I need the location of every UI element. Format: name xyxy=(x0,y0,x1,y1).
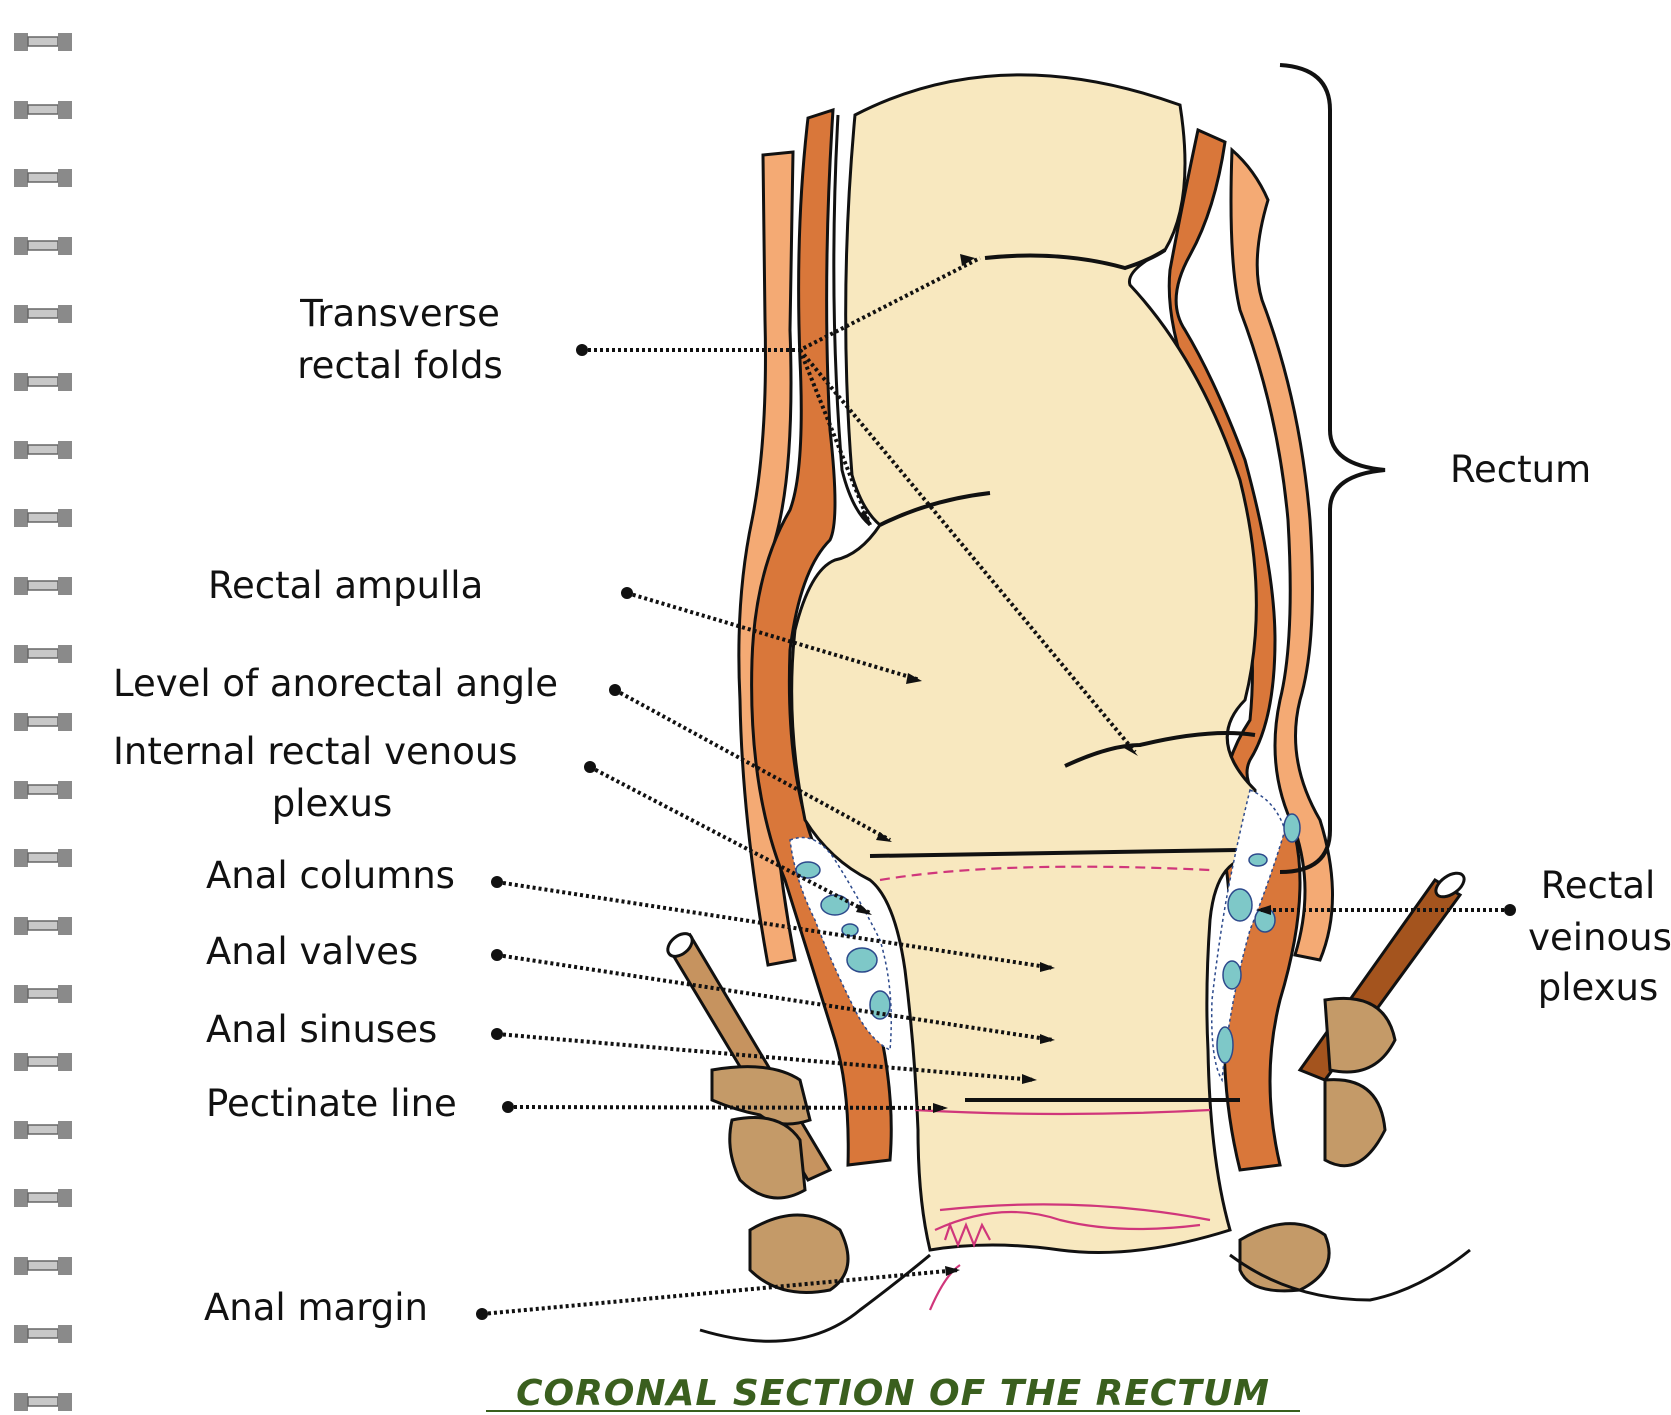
label-rectal-plexus-line2: veinous xyxy=(1528,916,1671,959)
label-rectal-plexus-line3: plexus xyxy=(1538,966,1659,1009)
rectum-anatomy xyxy=(663,65,1470,1341)
diagram-caption: CORONAL SECTION OF THE RECTUM xyxy=(516,1373,1270,1414)
spiral-ring xyxy=(14,781,72,799)
label-rectum: Rectum xyxy=(1450,448,1591,491)
label-transverse-folds-line2: rectal folds xyxy=(297,344,502,387)
spiral-ring xyxy=(14,101,72,119)
label-anal-margin: Anal margin xyxy=(204,1286,428,1329)
spiral-ring xyxy=(14,1121,72,1139)
spiral-ring xyxy=(14,645,72,663)
spiral-ring xyxy=(14,1257,72,1275)
spiral-ring xyxy=(14,1053,72,1071)
label-transverse-folds-line1: Transverse xyxy=(299,292,500,335)
spiral-ring xyxy=(14,509,72,527)
label-rectal-plexus-line1: Rectal xyxy=(1541,864,1656,907)
label-anal-valves: Anal valves xyxy=(206,930,418,973)
label-anal-sinuses: Anal sinuses xyxy=(206,1008,437,1051)
label-pectinate-line: Pectinate line xyxy=(206,1082,457,1125)
label-rectal-ampulla: Rectal ampulla xyxy=(208,564,483,607)
label-internal-plexus-line1: Internal rectal venous xyxy=(113,730,518,773)
spiral-ring xyxy=(14,1189,72,1207)
spiral-ring xyxy=(14,237,72,255)
spiral-ring xyxy=(14,985,72,1003)
label-internal-plexus-line2: plexus xyxy=(272,782,393,825)
spiral-ring xyxy=(14,1393,72,1411)
spiral-ring xyxy=(14,849,72,867)
spiral-ring xyxy=(14,169,72,187)
spiral-ring xyxy=(14,33,72,51)
spiral-ring xyxy=(14,1325,72,1343)
spiral-ring xyxy=(14,305,72,323)
spiral-binding xyxy=(14,33,72,1411)
spiral-ring xyxy=(14,441,72,459)
label-anal-columns: Anal columns xyxy=(206,854,455,897)
spiral-ring xyxy=(14,373,72,391)
spiral-ring xyxy=(14,577,72,595)
spiral-ring xyxy=(14,917,72,935)
label-anorectal-angle: Level of anorectal angle xyxy=(113,662,558,705)
spiral-ring xyxy=(14,713,72,731)
